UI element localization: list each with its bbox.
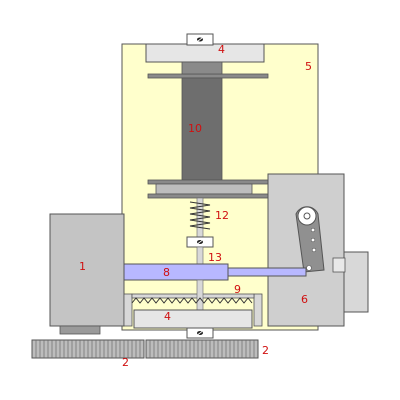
- lower-flange-top: [147, 179, 269, 185]
- lower-flange-body: [155, 183, 253, 195]
- screw-shank: [196, 246, 204, 266]
- upper-flange: [147, 73, 269, 79]
- label-9: 9: [234, 283, 241, 296]
- block-6-side-tab: [332, 257, 346, 273]
- lever-8: [123, 263, 229, 281]
- block-6-side-box: [343, 251, 369, 313]
- lever-8-rod: [227, 267, 307, 277]
- label-13: 13: [208, 251, 222, 264]
- slotted-screw-icon: [186, 327, 214, 339]
- label-5: 5: [305, 60, 312, 73]
- gear-rack-left: [31, 339, 145, 359]
- lower-housing-left-wall: [123, 293, 133, 327]
- block-1-foot: [59, 325, 101, 335]
- bottom-plate: [133, 309, 253, 329]
- label-4-top: 4: [218, 43, 225, 56]
- slotted-screw-icon: [186, 33, 214, 46]
- lower-flange-bottom: [147, 193, 269, 199]
- label-1: 1: [79, 260, 86, 273]
- cylinder: [181, 77, 223, 181]
- crank-arm-icon: [295, 206, 325, 273]
- spring-12: [189, 201, 211, 230]
- label-4-bottom: 4: [164, 310, 171, 323]
- lower-housing-right-wall: [253, 293, 263, 327]
- lower-housing-top: [131, 293, 255, 299]
- spring-9: [131, 297, 253, 304]
- label-8: 8: [163, 266, 170, 279]
- label-6: 6: [301, 293, 308, 306]
- label-2-right: 2: [262, 344, 269, 357]
- cylinder-cap-top: [181, 61, 223, 75]
- slotted-screw-icon: [186, 236, 214, 248]
- top-plate: [145, 43, 265, 63]
- center-rod: [196, 279, 204, 311]
- block-1: [49, 213, 125, 327]
- gear-rack-right: [145, 339, 259, 359]
- label-12: 12: [215, 209, 229, 222]
- label-2-bottom: 2: [122, 356, 129, 369]
- label-10: 10: [188, 122, 202, 135]
